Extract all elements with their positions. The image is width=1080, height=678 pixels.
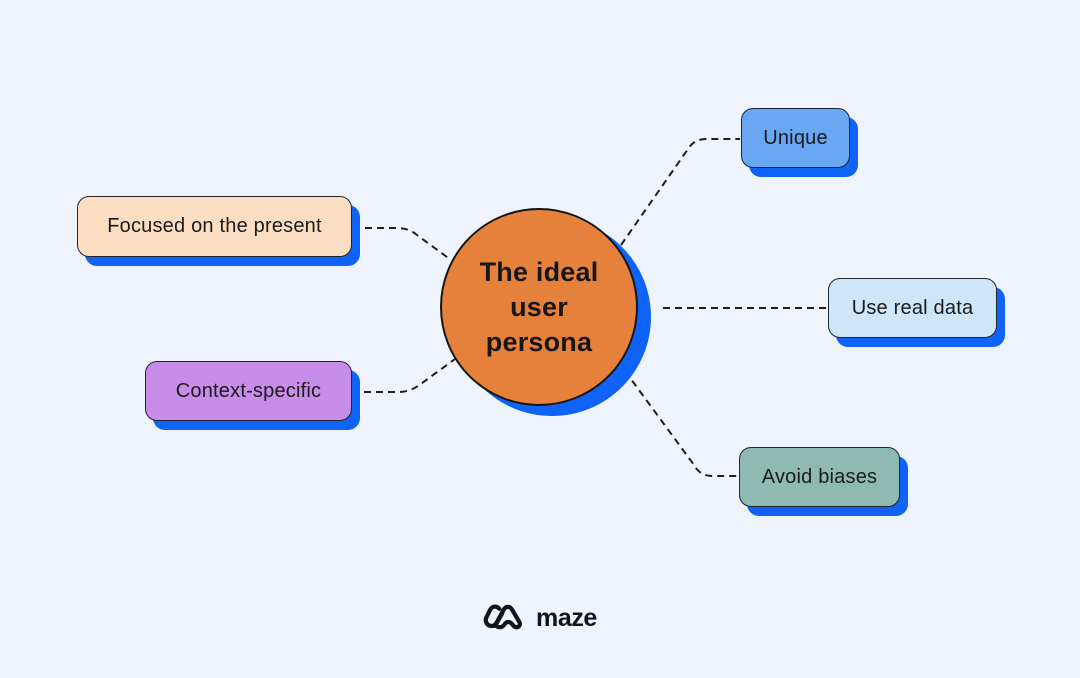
connector-focused-to-center — [353, 227, 452, 261]
connector-context-to-center — [352, 358, 456, 393]
maze-logo: maze — [481, 601, 597, 635]
node-unique: Unique — [741, 108, 850, 168]
center-node-ideal-user-persona: The ideal user persona — [440, 208, 638, 406]
connector-center-to-unique — [620, 138, 740, 246]
node-context-specific: Context-specific — [145, 361, 352, 421]
node-focused-on-the-present: Focused on the present — [77, 196, 352, 257]
connector-center-to-avoid — [624, 370, 738, 477]
maze-logo-icon — [481, 601, 527, 635]
node-use-real-data: Use real data — [828, 278, 997, 338]
maze-wordmark: maze — [536, 603, 597, 632]
node-avoid-biases: Avoid biases — [739, 447, 900, 507]
